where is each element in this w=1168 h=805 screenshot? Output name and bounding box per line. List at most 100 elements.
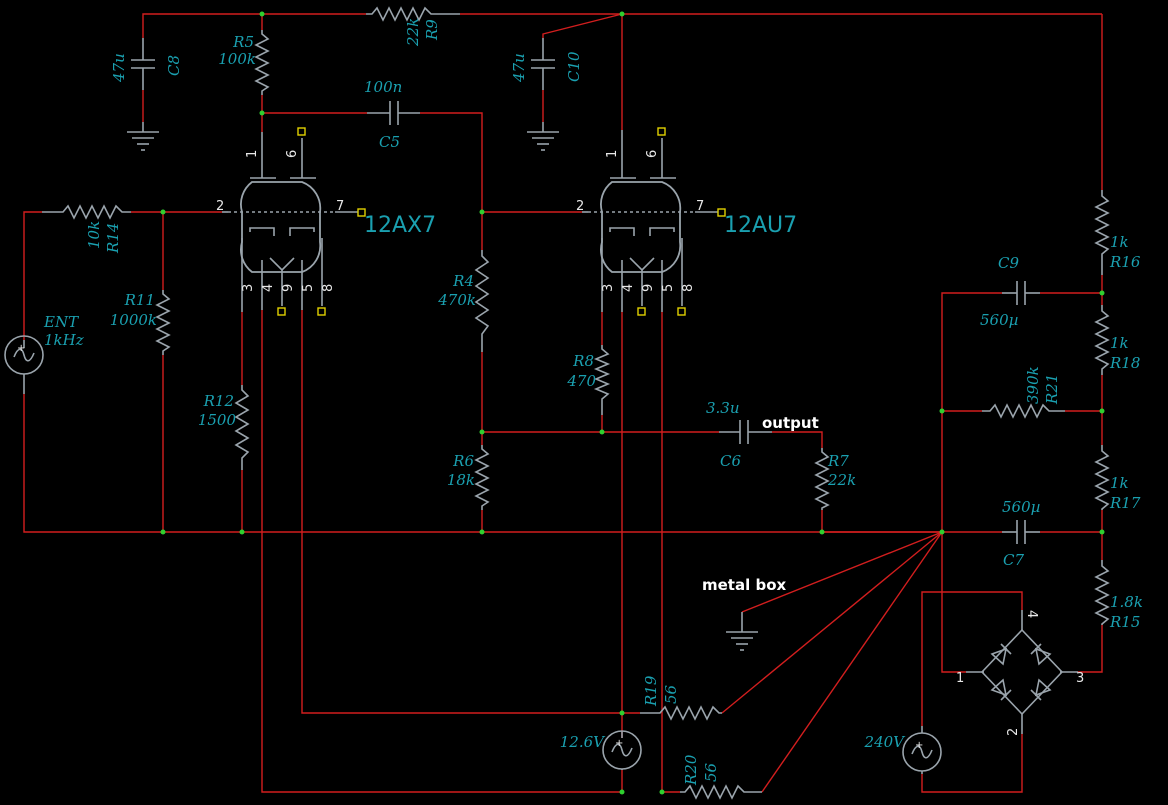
r19-value: 56 bbox=[662, 684, 680, 704]
v240-value: 240V bbox=[864, 733, 907, 751]
resistor-r19 bbox=[640, 705, 722, 721]
capacitors bbox=[131, 38, 1040, 544]
svg-text:+: + bbox=[615, 738, 623, 749]
r9-value: 22k bbox=[404, 18, 422, 47]
t1-pin-5: 5 bbox=[301, 284, 316, 292]
resistor-r17 bbox=[1094, 445, 1110, 510]
c9-value: 560µ bbox=[980, 311, 1018, 329]
t1-pin-6: 6 bbox=[285, 150, 300, 158]
r18-ref: R18 bbox=[1109, 354, 1140, 372]
resistor-r15 bbox=[1094, 560, 1110, 625]
t2-pin-6: 6 bbox=[645, 150, 660, 158]
c6-ref: C6 bbox=[720, 452, 741, 470]
r12-value: 1500 bbox=[198, 411, 237, 429]
svg-text:+: + bbox=[915, 740, 923, 751]
r9-ref: R9 bbox=[423, 19, 441, 41]
c8-ref: C8 bbox=[165, 55, 183, 76]
t1-pin-9: 9 bbox=[281, 284, 296, 292]
c7-value: 560µ bbox=[1002, 498, 1040, 516]
t2-pin-5: 5 bbox=[661, 284, 676, 292]
resistor-r14 bbox=[42, 204, 131, 220]
r5-value: 100k bbox=[218, 50, 256, 68]
t2-pin-7: 7 bbox=[696, 199, 704, 214]
resistors bbox=[42, 6, 1110, 800]
capacitor-c10 bbox=[531, 38, 555, 90]
r11-ref: R11 bbox=[124, 291, 155, 309]
capacitor-c7 bbox=[1002, 520, 1040, 544]
r8-ref: R8 bbox=[572, 352, 594, 370]
source-12v6: + bbox=[602, 730, 642, 770]
ground-c8-icon bbox=[127, 122, 159, 151]
bridge-pin-3: 3 bbox=[1076, 671, 1084, 686]
r4-ref: R4 bbox=[452, 272, 474, 290]
t1-pin-2: 2 bbox=[216, 199, 224, 214]
r11-value: 1000k bbox=[110, 311, 157, 329]
capacitor-c9 bbox=[1002, 281, 1040, 305]
resistor-r5 bbox=[254, 30, 270, 95]
r19-ref: R19 bbox=[642, 675, 660, 707]
resistor-r7 bbox=[814, 448, 830, 510]
ground-symbols bbox=[127, 122, 758, 651]
resistor-r4 bbox=[474, 250, 490, 352]
r15-value: 1.8k bbox=[1110, 593, 1143, 611]
wires bbox=[23, 13, 1103, 793]
r12-ref: R12 bbox=[203, 392, 234, 410]
c8-value: 47u bbox=[110, 53, 128, 83]
resistor-r8 bbox=[593, 345, 611, 415]
c5-ref: C5 bbox=[379, 133, 400, 151]
r17-value: 1k bbox=[1110, 474, 1129, 492]
r5-ref: R5 bbox=[232, 33, 254, 51]
r20-value: 56 bbox=[702, 762, 720, 782]
net-label-output: output bbox=[762, 414, 819, 432]
t2-pin-1: 1 bbox=[605, 150, 620, 158]
capacitor-c8 bbox=[131, 38, 155, 90]
t1-pin-7: 7 bbox=[336, 199, 344, 214]
r4-value: 470k bbox=[437, 291, 476, 309]
ent-ref: ENT bbox=[43, 313, 79, 331]
r21-ref: R21 bbox=[1043, 374, 1061, 405]
junctions bbox=[160, 11, 1105, 795]
r8-value: 470 bbox=[566, 372, 596, 390]
t2-pin-3: 3 bbox=[601, 284, 616, 292]
t2-pin-4: 4 bbox=[621, 284, 636, 292]
capacitor-c6 bbox=[719, 420, 772, 444]
resistor-r12 bbox=[234, 385, 250, 470]
r6-ref: R6 bbox=[452, 452, 474, 470]
r15-ref: R15 bbox=[1109, 613, 1140, 631]
tube-12au7-label: 12AU7 bbox=[724, 213, 797, 238]
c10-ref: C10 bbox=[565, 51, 583, 82]
t1-pin-1: 1 bbox=[245, 150, 260, 158]
r14-value: 10k bbox=[85, 221, 103, 249]
c7-ref: C7 bbox=[1003, 551, 1024, 569]
bridge-pin-2: 2 bbox=[1006, 728, 1021, 736]
ground-c10-icon bbox=[527, 122, 559, 151]
c5-value: 100n bbox=[364, 78, 402, 96]
t2-pin-2: 2 bbox=[576, 199, 584, 214]
labels: 47u C8 47u C10 R5 100k 22k R9 100n C5 10… bbox=[43, 18, 1143, 786]
resistor-r11 bbox=[155, 290, 171, 355]
r6-value: 18k bbox=[447, 471, 475, 489]
capacitor-c5 bbox=[367, 101, 420, 125]
r7-value: 22k bbox=[827, 471, 856, 489]
bridge-pin-4: 4 bbox=[1024, 610, 1039, 618]
ent-value: 1kHz bbox=[44, 331, 84, 349]
net-label-metal-box: metal box bbox=[702, 576, 787, 594]
c10-value: 47u bbox=[510, 53, 528, 83]
c6-value: 3.3u bbox=[706, 399, 740, 417]
resistor-r20 bbox=[680, 784, 762, 800]
r14-ref: R14 bbox=[104, 223, 122, 254]
v126-value: 12.6V bbox=[560, 733, 606, 751]
tube-12au7: 1 6 2 7 3 4 9 5 8 12AU7 bbox=[576, 127, 797, 316]
resistor-r6 bbox=[474, 445, 490, 510]
resistor-r18 bbox=[1094, 305, 1110, 375]
r17-ref: R17 bbox=[1109, 494, 1141, 512]
t2-pin-8: 8 bbox=[681, 284, 696, 292]
svg-text:+: + bbox=[17, 343, 25, 354]
t1-pin-8: 8 bbox=[321, 284, 336, 292]
r21-value: 390k bbox=[1024, 366, 1042, 404]
r7-ref: R7 bbox=[827, 452, 849, 470]
resistor-r9 bbox=[366, 6, 460, 22]
r16-ref: R16 bbox=[1109, 253, 1141, 271]
t2-pin-9: 9 bbox=[641, 284, 656, 292]
